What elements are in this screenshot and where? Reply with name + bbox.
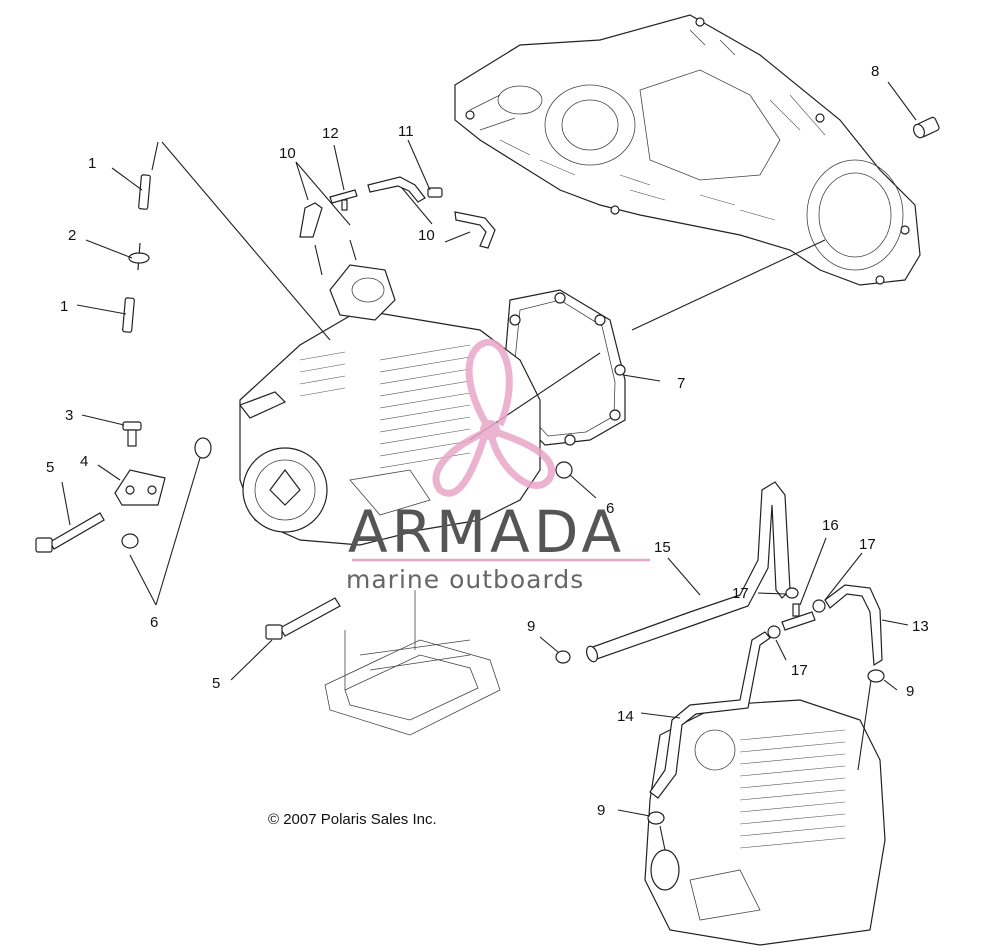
bolt-part-5-left <box>35 512 105 553</box>
hose-part-10-middle <box>367 176 426 203</box>
callout-15: 15 <box>654 539 671 556</box>
callout-10-upper-left: 10 <box>279 145 296 162</box>
clamp-part-9 <box>555 650 885 825</box>
callout-5-left: 5 <box>46 459 54 476</box>
callout-17-lower: 17 <box>791 662 808 679</box>
callout-2: 2 <box>68 227 76 244</box>
fitting-part-11 <box>427 187 443 198</box>
bracket-part-4 <box>114 469 166 506</box>
callout-6-left: 6 <box>150 614 158 631</box>
hose-part-14 <box>649 631 771 799</box>
callout-4: 4 <box>80 453 88 470</box>
callout-11: 11 <box>398 123 414 140</box>
transmission-housing <box>454 14 921 286</box>
callout-labels: 1 2 1 3 4 5 6 5 10 12 11 10 7 6 8 15 16 … <box>46 63 929 819</box>
valve-part-2 <box>128 242 150 271</box>
callout-12: 12 <box>322 125 339 142</box>
callout-13: 13 <box>912 618 929 635</box>
callout-14: 14 <box>617 708 634 725</box>
callout-17-left: 17 <box>732 585 749 602</box>
dowel-pin-part-1-upper <box>138 174 151 210</box>
dowel-pin-part-1-lower <box>122 297 135 333</box>
callout-9-left: 9 <box>527 618 535 635</box>
callout-1-upper: 1 <box>88 155 96 172</box>
callout-3: 3 <box>65 407 73 424</box>
callout-16: 16 <box>822 517 839 534</box>
hose-part-10-left <box>299 202 323 238</box>
tee-fitting-part-16 <box>781 603 816 631</box>
frame-section <box>324 590 501 736</box>
watermark-brand: ARMADA <box>348 498 625 566</box>
callout-9-right: 9 <box>906 683 914 700</box>
clamp-part-17 <box>767 587 826 639</box>
grommet-part-6-right <box>555 461 573 479</box>
propeller-logo <box>432 339 556 497</box>
hose-part-10-right <box>454 211 496 249</box>
tee-fitting-part-12 <box>329 189 358 211</box>
callout-17-right: 17 <box>859 536 876 553</box>
bolt-part-3 <box>122 421 142 447</box>
grommet-part-6-left <box>121 437 212 549</box>
watermark: ARMADA marine outboards <box>346 339 650 594</box>
bolt-part-5-lower <box>265 597 341 640</box>
callout-7: 7 <box>677 375 685 392</box>
plug-part-8 <box>912 116 940 139</box>
watermark-tagline: marine outboards <box>346 565 584 594</box>
callout-5-lower: 5 <box>212 675 220 692</box>
copyright-text: © 2007 Polaris Sales Inc. <box>268 811 437 828</box>
callout-9-lower: 9 <box>597 802 605 819</box>
hose-part-13 <box>824 584 883 667</box>
engine-lower-view <box>644 699 886 946</box>
callout-10-lower: 10 <box>418 227 435 244</box>
callout-6-right: 6 <box>606 500 614 517</box>
callout-1-lower: 1 <box>60 298 68 315</box>
callout-8: 8 <box>871 63 879 80</box>
